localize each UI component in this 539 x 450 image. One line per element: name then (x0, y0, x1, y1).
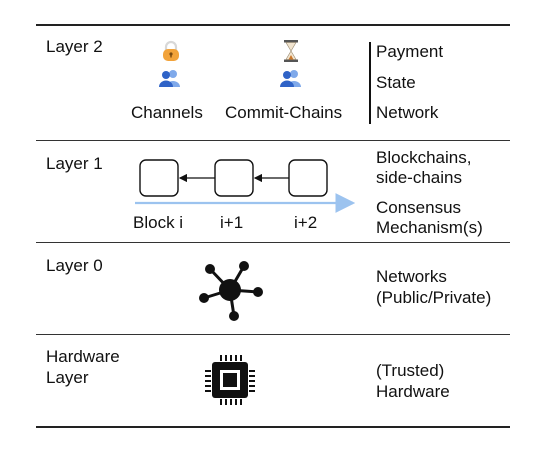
block-i-label: Block i (133, 213, 184, 232)
layer0-label: Layer 0 (46, 256, 103, 275)
channels-label: Channels (131, 103, 203, 122)
top-rule (36, 24, 510, 26)
hardware-label-line2: Layer (46, 368, 89, 387)
bottom-rule (36, 426, 510, 428)
layer1-desc-mechanism: Mechanism(s) (376, 218, 483, 237)
layer1-desc-blockchains: Blockchains, (376, 148, 472, 167)
lock-icon (163, 40, 179, 61)
layer2-desc-state: State (376, 73, 416, 92)
users-icon (159, 70, 180, 87)
hardware-desc-trusted: (Trusted) (376, 361, 445, 380)
block-i-plus-2 (288, 159, 328, 197)
layer0-desc-public-private: (Public/Private) (376, 288, 492, 307)
layer2-divider (369, 42, 371, 124)
block-i-plus-2-label: i+2 (294, 213, 318, 232)
layer1-desc-consensus: Consensus (376, 198, 462, 217)
network-hub-icon (199, 261, 263, 321)
layer1-desc-sidechains: side-chains (376, 168, 462, 187)
chip-icon (205, 355, 255, 405)
hardware-label-line1: Hardware (46, 347, 120, 366)
block-i (139, 159, 179, 197)
block-i-plus-1 (214, 159, 254, 197)
block-chain-diagram (135, 159, 356, 213)
commit-chains-label: Commit-Chains (225, 103, 343, 122)
hardware-desc-hardware: Hardware (376, 382, 450, 401)
separator-layer2-layer1 (36, 140, 510, 141)
separator-layer1-layer0 (36, 242, 510, 243)
layer0-desc-networks: Networks (376, 267, 447, 286)
users-icon (280, 70, 301, 87)
separator-layer0-hardware (36, 334, 510, 335)
block-i-plus-1-label: i+1 (220, 213, 244, 232)
layer2-label: Layer 2 (46, 37, 103, 56)
layer1-label: Layer 1 (46, 154, 103, 173)
layer2-desc-payment: Payment (376, 42, 444, 61)
hourglass-icon (284, 40, 298, 62)
layer2-desc-network: Network (376, 103, 439, 122)
